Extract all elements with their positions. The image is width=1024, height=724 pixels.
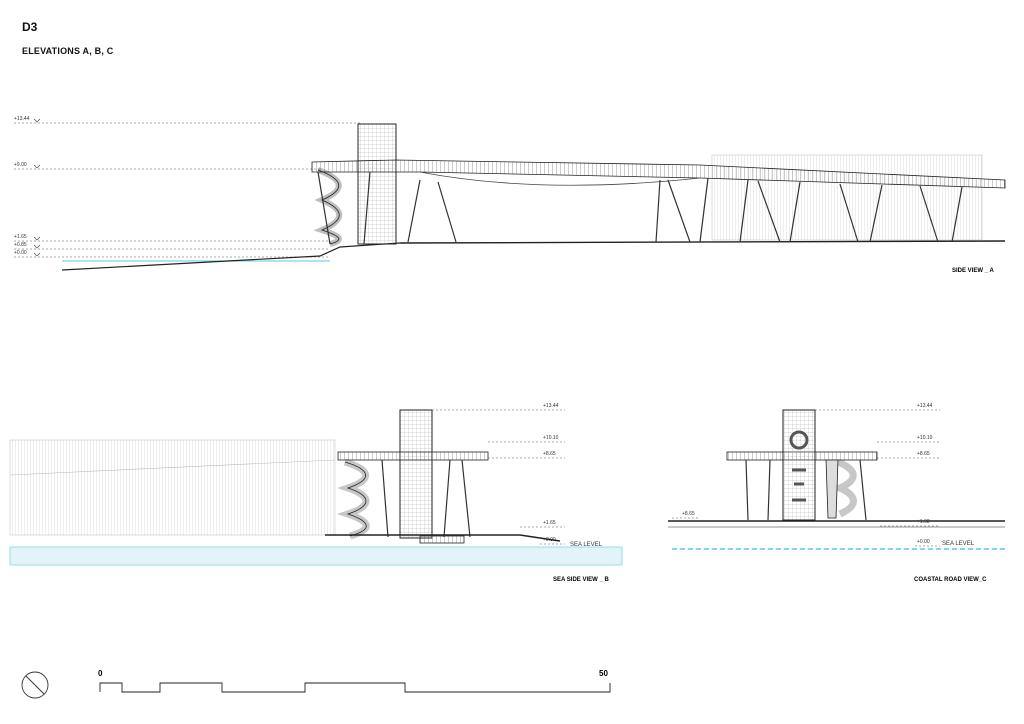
level-b-2: +10.10 [543, 435, 559, 441]
level-a-1: +13.44 [14, 116, 30, 122]
side-view-a: +13.44 +9.00 +1.65 +0.85 +0.00 [14, 116, 1006, 271]
level-c-side: +8.65 [682, 511, 695, 517]
sheet-title: ELEVATIONS A, B, C [22, 46, 114, 56]
view-label-a: SIDE VIEW _ A [952, 268, 994, 274]
sea-level-c: SEA LEVEL [942, 541, 975, 547]
level-c-3: +8.65 [917, 451, 930, 457]
scale-start: 0 [98, 669, 103, 678]
level-c-1: +13.44 [917, 403, 933, 409]
level-a-2: +9.00 [14, 162, 27, 168]
level-a-5: +0.00 [14, 250, 27, 256]
level-c-5: +0.00 [917, 539, 930, 545]
view-label-c: COASTAL ROAD VIEW_C [914, 577, 987, 583]
north-arrow-icon [21, 671, 49, 699]
level-b-4: +1.65 [543, 520, 556, 526]
sheet-code: D3 [22, 20, 38, 34]
level-c-2: +10.10 [917, 435, 933, 441]
level-a-3: +1.65 [14, 234, 27, 240]
level-b-5: +0.00 [543, 537, 556, 543]
view-label-b: SEA SIDE VIEW _ B [553, 577, 609, 583]
scale-end: 50 [599, 669, 608, 678]
scale-bar: 0 50 [98, 669, 611, 693]
coastal-road-view-c: +13.44 +10.10 +8.65 +1.98 +0.00 +8.65 SE… [668, 403, 1005, 550]
level-a-4: +0.85 [14, 242, 27, 248]
sea-level-b: SEA LEVEL [570, 542, 603, 548]
level-c-4: +1.98 [917, 519, 930, 525]
level-b-1: +13.44 [543, 403, 559, 409]
sea-side-view-b: +13.44 +10.10 +8.65 +1.65 +0.00 SEA LEVE… [9, 403, 623, 566]
level-b-3: +8.65 [543, 451, 556, 457]
